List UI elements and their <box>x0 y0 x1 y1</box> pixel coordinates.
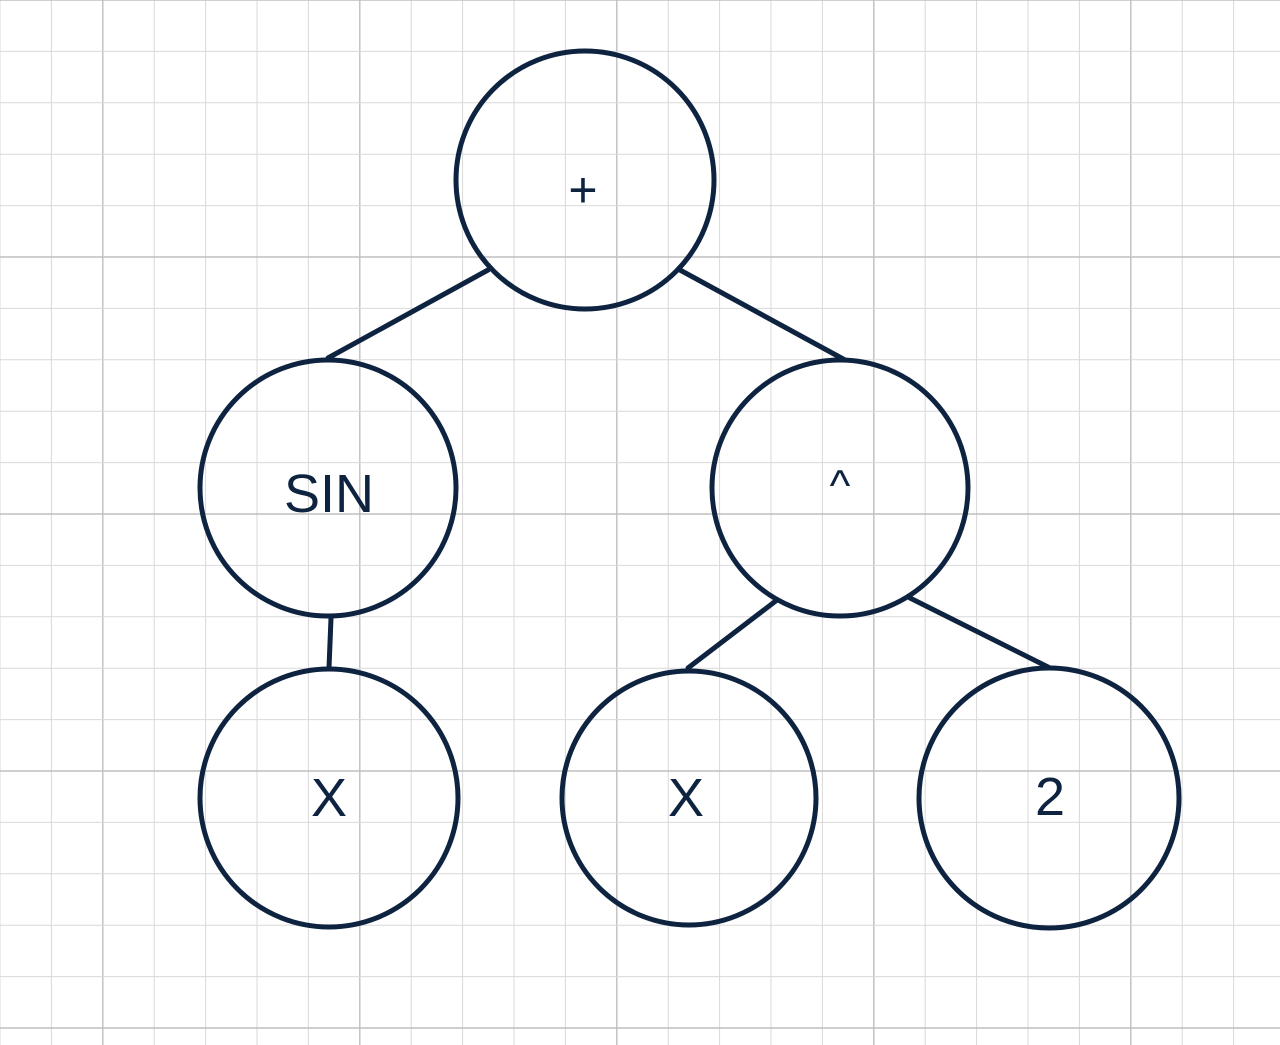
edges <box>325 267 1053 671</box>
edge-sin-x1 <box>326 615 334 671</box>
edge-plus-pow <box>677 267 848 363</box>
edge-plus-sin <box>325 267 491 361</box>
node-sin-circle <box>197 357 459 619</box>
node-x1-circle <box>197 666 461 930</box>
nodes <box>197 48 1182 931</box>
node-two-label: 2 <box>1035 767 1065 827</box>
labels: + SIN ^ X X 2 <box>284 162 1065 828</box>
edge-pow-x2 <box>685 597 780 671</box>
node-plus-label: + <box>568 162 597 218</box>
node-pow-circle <box>709 357 971 619</box>
node-sin-label: SIN <box>284 464 374 524</box>
node-x1-label: X <box>311 768 347 828</box>
edge-pow-two <box>907 595 1053 671</box>
node-plus-circle <box>453 48 717 312</box>
node-x2-circle <box>559 668 819 928</box>
node-x2-label: X <box>668 768 704 828</box>
node-two-circle <box>916 665 1182 931</box>
node-pow-label: ^ <box>830 462 851 511</box>
